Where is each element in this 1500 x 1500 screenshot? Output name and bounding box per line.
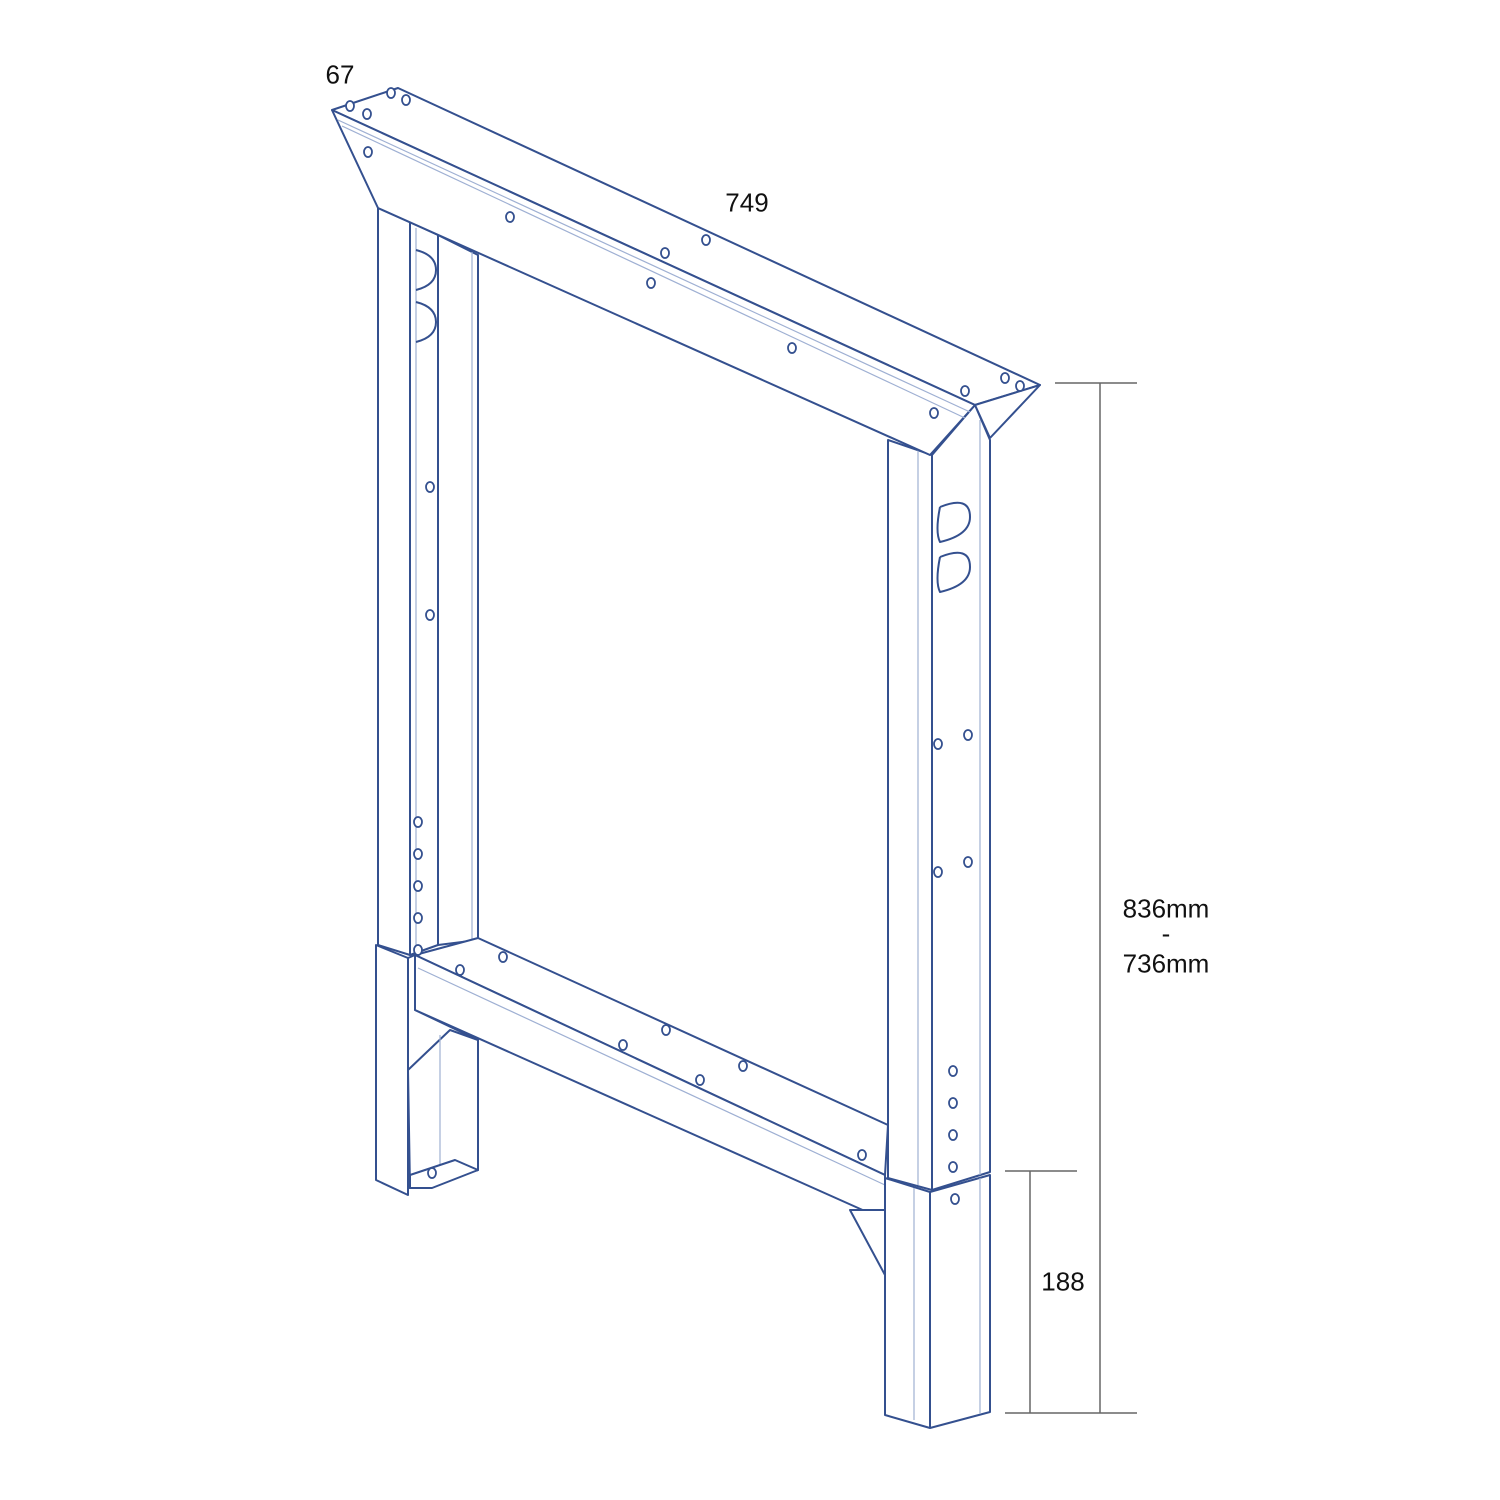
hole-icon	[427, 1167, 437, 1179]
depth-dimension-label: 67	[325, 59, 355, 90]
hole-icon	[963, 729, 973, 741]
right-leg	[887, 404, 991, 1191]
hole-icon	[963, 856, 973, 868]
hole-icon	[363, 146, 373, 158]
left-leg	[377, 207, 479, 956]
hole-icon	[948, 1065, 958, 1077]
hole-icon	[960, 385, 970, 397]
hole-icon	[401, 94, 411, 106]
hole-icon	[695, 1074, 705, 1086]
hole-icon	[413, 944, 423, 956]
hole-icon	[413, 880, 423, 892]
hole-icon	[701, 234, 711, 246]
hole-icon	[950, 1193, 960, 1205]
hole-icon	[425, 481, 435, 493]
height-separator: -	[1161, 918, 1171, 949]
hole-icon	[1000, 372, 1010, 384]
hole-icon	[929, 407, 939, 419]
hole-icon	[362, 108, 372, 120]
right-foot	[849, 1174, 991, 1429]
hole-icon	[933, 866, 943, 878]
hole-icon	[413, 912, 423, 924]
hole-icon	[857, 1149, 867, 1161]
hole-icon	[455, 964, 465, 976]
mounting-holes	[345, 87, 1025, 1205]
hole-icon	[948, 1161, 958, 1173]
hole-icon	[345, 100, 355, 112]
hole-icon	[646, 277, 656, 289]
width-dimension-label: 749	[725, 187, 769, 218]
hole-icon	[425, 609, 435, 621]
hole-icon	[933, 738, 943, 750]
hole-icon	[948, 1097, 958, 1109]
hole-icon	[413, 848, 423, 860]
hole-icon	[498, 951, 508, 963]
hole-icon	[738, 1060, 748, 1072]
height-min-label: 736mm	[1122, 948, 1210, 979]
hole-icon	[386, 87, 396, 99]
height-max-label: 836mm	[1122, 893, 1210, 924]
hole-icon	[948, 1129, 958, 1141]
hole-icon	[661, 1024, 671, 1036]
dimension-lines	[1005, 382, 1137, 1414]
hole-icon	[618, 1039, 628, 1051]
hole-icon	[787, 342, 797, 354]
hole-icon	[505, 211, 515, 223]
bottom-beam	[414, 937, 889, 1221]
hole-icon	[413, 816, 423, 828]
hole-icon	[1015, 380, 1025, 392]
hole-icon	[660, 247, 670, 259]
foot-height-label: 188	[1041, 1266, 1085, 1297]
